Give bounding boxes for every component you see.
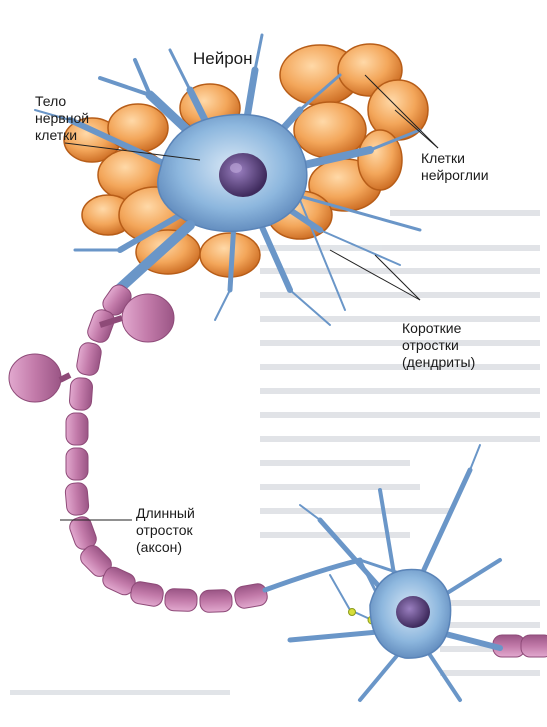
cell-body [158,115,307,232]
label-dendrites-line1: Короткие [402,320,475,337]
label-axon-line2: отросток [136,522,195,539]
label-glia: Клетки нейроглии [421,150,489,184]
nucleus [219,153,267,197]
label-axon-line3: (аксон) [136,539,195,556]
label-dendrites: Короткие отростки (дендриты) [402,320,475,371]
label-dendrites-line2: отростки [402,337,475,354]
label-axon-line1: Длинный [136,505,195,522]
label-axon: Длинный отросток (аксон) [136,505,195,556]
label-cell-body-line2: нервной [35,110,89,127]
label-glia-line1: Клетки [421,150,489,167]
label-cell-body-line1: Тело [35,93,89,110]
label-cell-body: Тело нервной клетки [35,93,89,144]
background-page-text [10,210,540,695]
title-neuron: Нейрон [193,50,253,67]
label-glia-line2: нейроглии [421,167,489,184]
label-dendrites-line3: (дендриты) [402,354,475,371]
label-cell-body-line3: клетки [35,127,89,144]
